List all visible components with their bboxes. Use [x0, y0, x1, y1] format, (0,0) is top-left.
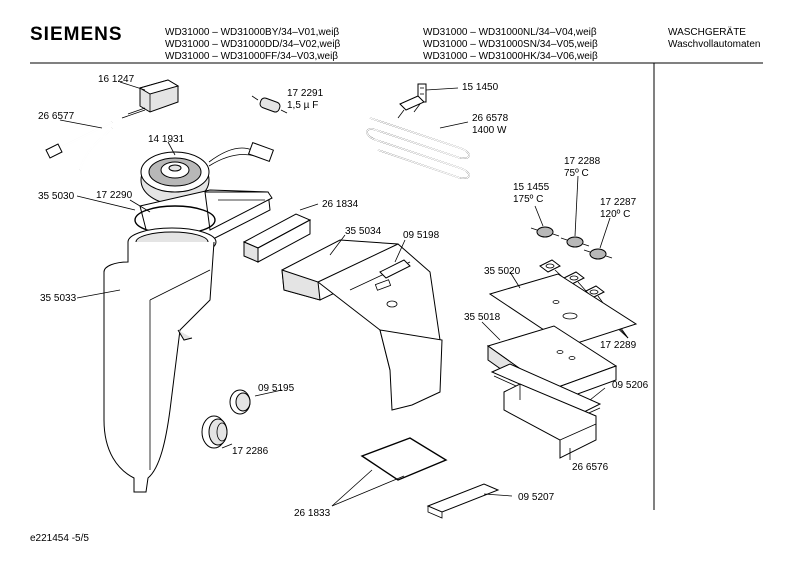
- brand-logo: SIEMENS: [30, 24, 123, 45]
- part-151455-drawing: [530, 226, 560, 238]
- leader-line: [439, 121, 469, 129]
- part-label-172286: 17 2286: [232, 446, 269, 457]
- part-label-266578: 26 6578: [472, 113, 509, 124]
- part-label-095207: 09 5207: [518, 492, 555, 503]
- part-label-266576: 26 6576: [572, 462, 609, 473]
- part-spec-172288: 75º C: [564, 168, 589, 179]
- part-172288-drawing: [560, 236, 590, 248]
- part-261833-drawing: [360, 437, 448, 481]
- leader-line: [167, 141, 176, 156]
- leader-line: [59, 119, 103, 129]
- part-172291-drawing: [251, 95, 288, 114]
- part-label-261833: 26 1833: [294, 508, 331, 519]
- part-label-151455: 15 1455: [513, 182, 550, 193]
- part-spec-172287: 120º C: [600, 209, 630, 220]
- part-label-261834: 26 1834: [322, 199, 359, 210]
- model-line: WD31000 – WD31000DD/34–V02,weiβ: [165, 39, 341, 50]
- part-label-141931: 14 1931: [148, 134, 185, 145]
- drawing-code: e221454 -5/5: [30, 533, 89, 544]
- leader-line: [76, 195, 136, 211]
- part-172287-drawing: [583, 248, 613, 260]
- part-261834-drawing: [242, 213, 312, 263]
- part-095207-drawing: [426, 483, 500, 519]
- leader-line: [425, 87, 459, 91]
- leader-line: [574, 175, 579, 237]
- part-label-266577: 26 6577: [38, 111, 75, 122]
- part-spec-266578: 1400 W: [472, 125, 507, 136]
- part-label-095206: 09 5206: [612, 380, 649, 391]
- part-label-355030: 35 5030: [38, 191, 75, 202]
- category-line: Waschvollautomaten: [668, 39, 761, 50]
- leader-line: [254, 389, 283, 397]
- leader-line: [329, 234, 346, 256]
- model-line: WD31000 – WD31000SN/34–V05,weiβ: [423, 39, 598, 50]
- part-label-161247: 16 1247: [98, 74, 135, 85]
- leader-line: [221, 443, 233, 449]
- leader-line: [331, 469, 373, 507]
- category-line: WASCHGERÄTE: [668, 27, 746, 38]
- part-label-095195: 09 5195: [258, 383, 295, 394]
- part-161247-drawing: [121, 79, 180, 119]
- part-label-095198: 09 5198: [403, 230, 440, 241]
- leader-line: [76, 289, 121, 299]
- part-label-172290: 17 2290: [96, 190, 133, 201]
- model-line: WD31000 – WD31000BY/34–V01,weiβ: [165, 27, 340, 38]
- part-spec-172291: 1,5 µ F: [287, 100, 318, 111]
- model-line: WD31000 – WD31000HK/34–V06,weiβ: [423, 51, 598, 62]
- part-label-355034: 35 5034: [345, 226, 382, 237]
- part-266578-drawing: [366, 95, 470, 180]
- leader-line: [483, 493, 513, 497]
- leader-line: [534, 205, 544, 227]
- category-label: WASCHGERÄTE Waschvollautomaten: [668, 27, 760, 51]
- part-172286-drawing: [201, 415, 228, 449]
- part-label-355020: 35 5020: [484, 266, 521, 277]
- part-label-172289: 17 2289: [600, 340, 637, 351]
- part-141931-drawing: [140, 141, 275, 205]
- leader-line: [119, 81, 146, 91]
- model-list-right: WD31000 – WD31000NL/34–V04,weiβ WD31000 …: [423, 27, 598, 63]
- leader-line: [481, 321, 501, 341]
- leader-line: [129, 199, 151, 213]
- part-spec-151455: 175º C: [513, 194, 543, 205]
- part-095195-drawing: [229, 389, 251, 415]
- model-line: WD31000 – WD31000FF/34–V03,weiβ: [165, 51, 339, 62]
- model-list-left: WD31000 – WD31000BY/34–V01,weiβ WD31000 …: [165, 27, 340, 63]
- leader-line: [299, 203, 319, 211]
- part-355034-drawing: [281, 239, 443, 411]
- leader-line: [394, 239, 406, 263]
- model-line: WD31000 – WD31000NL/34–V04,weiβ: [423, 27, 597, 38]
- leader-line: [589, 387, 606, 401]
- part-label-172288: 17 2288: [564, 156, 601, 167]
- part-label-151450: 15 1450: [462, 82, 499, 93]
- part-266577-drawing: [45, 121, 113, 171]
- part-label-355018: 35 5018: [464, 312, 501, 323]
- part-095198-drawing: [379, 259, 411, 279]
- part-355033-drawing: [103, 227, 217, 493]
- part-355020-drawing: [488, 273, 638, 347]
- leader-line: [599, 217, 611, 249]
- leader-line: [509, 271, 521, 289]
- part-label-172287: 17 2287: [600, 197, 637, 208]
- part-label-172291: 17 2291: [287, 88, 324, 99]
- part-266576-drawing: [503, 383, 597, 459]
- leader-line: [331, 475, 405, 507]
- part-label-355033: 35 5033: [40, 293, 77, 304]
